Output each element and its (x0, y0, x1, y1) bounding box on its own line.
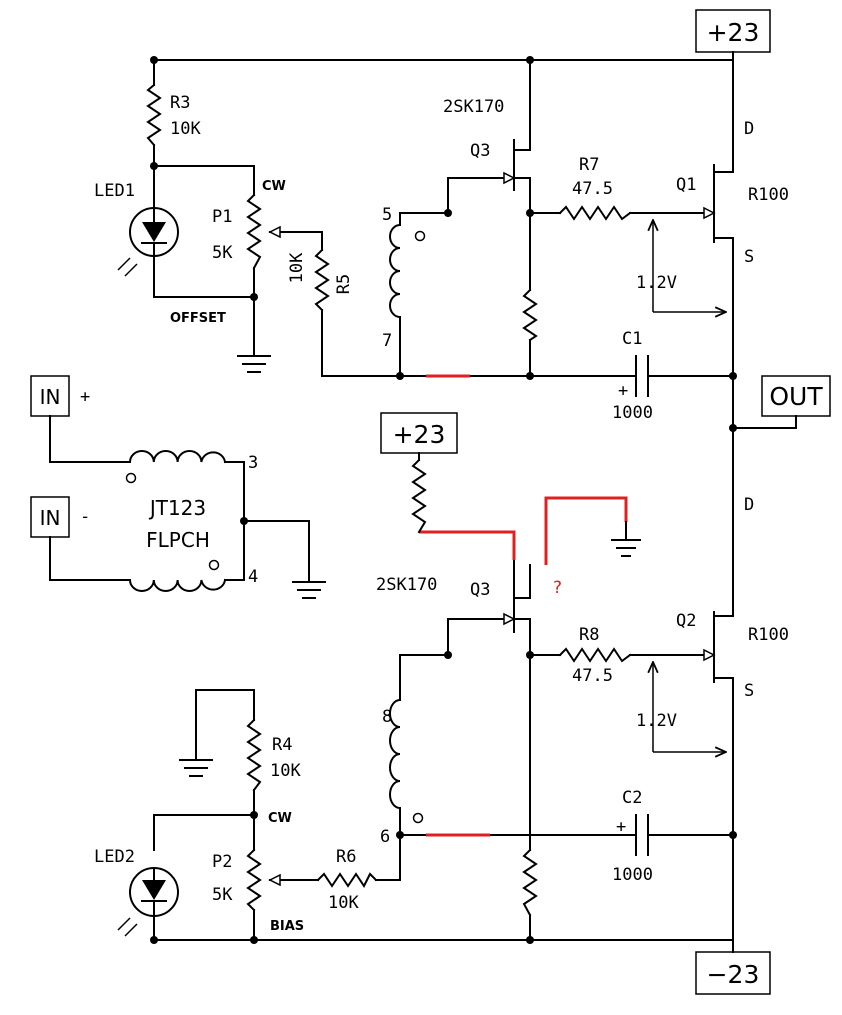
input-neg-label: IN (40, 506, 61, 530)
q3-bot-ref: Q3 (470, 580, 490, 600)
p2-cw: CW (268, 811, 292, 826)
r8-ref: R8 (579, 625, 599, 645)
input-neg-sign: - (80, 507, 90, 527)
p2-ref: P2 (212, 852, 232, 872)
c1-polarity: + (618, 381, 628, 401)
mosfet-q2: Q2 R100 D S (676, 495, 789, 701)
supply-negative-label: −23 (707, 960, 760, 989)
voltage-q2: 1.2V (636, 662, 726, 752)
output-port-label: OUT (769, 382, 823, 411)
pot-p2: CW P2 5K BIAS (212, 811, 304, 934)
supply-negative: −23 (695, 951, 771, 995)
ground-red (611, 521, 641, 557)
mosfet-q1: Q1 R100 D S (676, 119, 789, 267)
transformer-name: JT123 (148, 496, 206, 520)
voltage-q1: 1.2V (636, 220, 726, 312)
r5-ref: R5 (334, 274, 354, 294)
resistor-mid-supply (411, 458, 427, 534)
supply-mid-label: +23 (393, 420, 446, 449)
capacitor-c1: + C1 1000 (612, 329, 653, 423)
resistor-r5: 10K R5 (287, 248, 354, 312)
q1-ref: Q1 (676, 175, 696, 195)
q1-drain: D (744, 119, 754, 139)
r4-value: 10K (270, 761, 301, 781)
r5-value: 10K (287, 252, 307, 283)
r6-value: 10K (328, 893, 359, 913)
p1-ref: P1 (212, 207, 232, 227)
q3-bot-part: 2SK170 (376, 575, 437, 595)
input-neg-port: IN - (30, 496, 90, 538)
led1-ref: LED1 (94, 181, 135, 201)
wires-top (153, 51, 797, 613)
r7-ref: R7 (579, 155, 599, 175)
p1-function: OFFSET (170, 311, 226, 326)
resistor-q3-top-source (522, 288, 538, 342)
q2-drain: D (744, 495, 754, 515)
resistor-r3: R3 10K (146, 83, 201, 147)
q1-part: R100 (748, 185, 789, 205)
coil-top: 5 7 (382, 205, 426, 351)
r6-ref: R6 (336, 847, 356, 867)
p2-function: BIAS (270, 919, 304, 934)
resistor-r7: R7 47.5 (558, 155, 632, 221)
q1-source: S (744, 247, 754, 267)
c2-ref: C2 (622, 788, 642, 808)
coil-top-pin-a: 5 (382, 205, 392, 225)
transformer-pin-4: 4 (248, 567, 258, 587)
highlight-wires (419, 374, 628, 837)
q3-top-ref: Q3 (470, 141, 490, 161)
question-mark: ? (553, 578, 562, 598)
pot-p1: CW P1 5K OFFSET (170, 179, 286, 326)
coil-bottom: 8 6 (380, 698, 424, 847)
led2-ref: LED2 (94, 847, 135, 867)
coil-top-pin-b: 7 (382, 331, 392, 351)
input-transformer: JT123 FLPCH 3 4 (125, 450, 258, 592)
resistor-r6: R6 10K (316, 847, 378, 913)
p2-value: 5K (212, 885, 233, 905)
resistor-r4: R4 10K (246, 718, 301, 792)
jfet-q3-top: 2SK170 Q3 (443, 97, 531, 191)
jfet-q3-bottom: 2SK170 Q3 (376, 574, 531, 633)
r8-value: 47.5 (572, 666, 613, 686)
q3-top-part: 2SK170 (443, 97, 504, 117)
c2-polarity: + (616, 817, 626, 837)
ground-input (292, 581, 326, 599)
voltage-q1-label: 1.2V (636, 273, 677, 293)
c2-value: 1000 (612, 865, 653, 885)
resistor-q3-bot-source (522, 848, 538, 917)
input-pos-label: IN (40, 385, 61, 409)
coil-bottom-pin-a: 8 (382, 707, 392, 727)
input-pos-sign: + (80, 387, 90, 407)
coil-bottom-pin-b: 6 (380, 827, 390, 847)
transformer-pin-3: 3 (248, 453, 258, 473)
r7-value: 47.5 (572, 179, 613, 199)
capacitor-c2: + C2 1000 (612, 788, 653, 885)
ground-p1 (237, 355, 271, 373)
led1: LED1 (94, 181, 179, 277)
supply-mid: +23 (380, 412, 458, 454)
r4-ref: R4 (272, 735, 292, 755)
r3-value: 10K (170, 119, 201, 139)
supply-positive-label: +23 (707, 18, 760, 47)
resistor-r8: R8 47.5 (558, 625, 632, 686)
p1-cw: CW (262, 179, 286, 194)
supply-positive: +23 (695, 9, 771, 53)
output-port: OUT (761, 375, 831, 417)
r3-ref: R3 (170, 93, 190, 113)
q2-part: R100 (748, 625, 789, 645)
input-pos-port: IN + (30, 375, 90, 417)
transformer-sub: FLPCH (146, 528, 210, 552)
c1-value: 1000 (612, 403, 653, 423)
q2-ref: Q2 (676, 611, 696, 631)
p1-value: 5K (212, 243, 233, 263)
voltage-q2-label: 1.2V (636, 711, 677, 731)
junction-dots (150, 56, 737, 944)
q2-source: S (744, 681, 754, 701)
c1-ref: C1 (622, 329, 642, 349)
led2: LED2 (94, 847, 179, 937)
ground-r4 (179, 759, 213, 777)
